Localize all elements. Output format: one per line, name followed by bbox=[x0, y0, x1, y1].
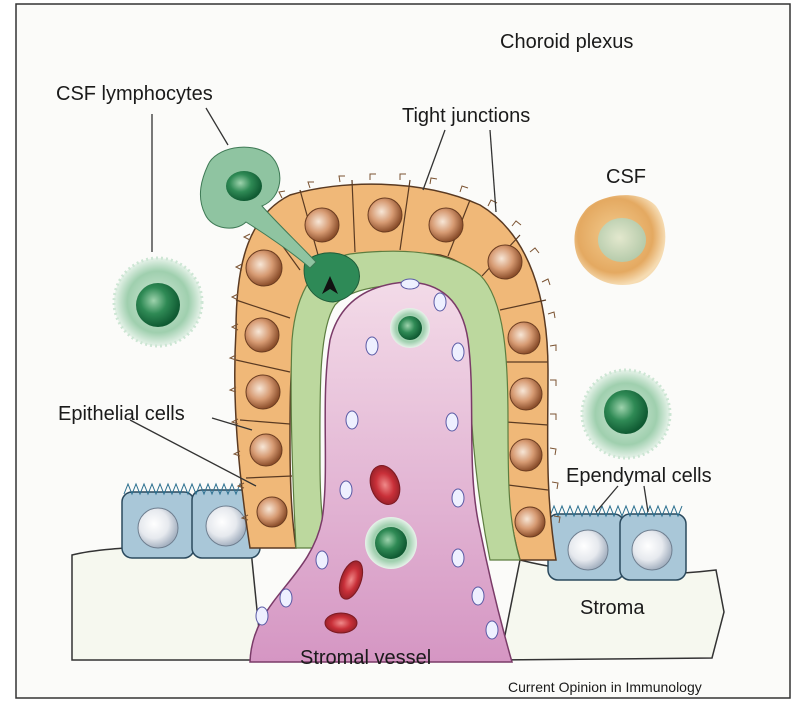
ependymal-cells-right bbox=[548, 506, 686, 580]
csf-cell bbox=[574, 195, 665, 285]
label-csf-lymphocytes: CSF lymphocytes bbox=[56, 83, 213, 105]
vessel-lymphocyte-lower bbox=[365, 517, 417, 569]
label-stroma: Stroma bbox=[580, 597, 645, 619]
label-tight-junctions: Tight junctions bbox=[402, 105, 530, 127]
diagram-title: Choroid plexus bbox=[500, 31, 633, 53]
csf-lymphocyte-right bbox=[582, 370, 670, 458]
ependymal-cells-left bbox=[122, 484, 260, 558]
csf-lymphocyte-left bbox=[114, 258, 202, 346]
figure-credit: Current Opinion in Immunology bbox=[508, 679, 702, 695]
label-ependymal-cells: Ependymal cells bbox=[566, 465, 712, 487]
vessel-lymphocyte-upper bbox=[390, 308, 430, 348]
label-stromal-vessel: Stromal vessel bbox=[300, 647, 431, 669]
label-csf: CSF bbox=[606, 166, 646, 188]
label-epithelial-cells: Epithelial cells bbox=[58, 403, 185, 425]
